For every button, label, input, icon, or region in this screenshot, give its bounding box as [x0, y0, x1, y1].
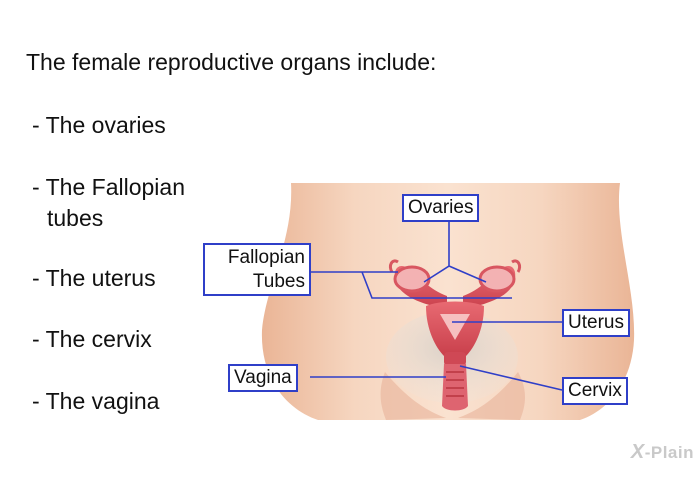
list-item-vagina: - The vagina: [32, 386, 232, 417]
cervix: [444, 352, 466, 366]
uterine-cavity: [440, 314, 470, 340]
leader-fallopian: [310, 271, 512, 299]
list-item-text: - The Fallopian: [32, 174, 185, 200]
ovary-right: [478, 265, 516, 293]
callout-ovaries: Ovaries: [402, 194, 480, 222]
brand-mark: X: [630, 441, 645, 463]
list-item-ovaries: - The ovaries: [32, 110, 232, 141]
callout-label: Cervix: [568, 380, 622, 401]
callout-label: Ovaries: [408, 197, 474, 218]
list-item-cervix: - The cervix: [32, 324, 232, 355]
page-title: The female reproductive organs include:: [26, 49, 437, 75]
ovary-left: [393, 265, 431, 293]
list-item-text: - The cervix: [32, 326, 152, 352]
list-item-text-wrap: tubes: [47, 205, 104, 231]
callout-cervix: Cervix: [562, 377, 628, 405]
list-item-text: - The vagina: [32, 388, 160, 414]
inner-thigh-left: [380, 372, 446, 420]
callout-fallopian-tubes: Fallopian Tubes: [203, 243, 311, 296]
list-item-text: - The ovaries: [32, 112, 166, 138]
list-item-uterus: - The uterus: [32, 263, 232, 294]
callout-vagina: Vagina: [228, 364, 298, 392]
fimbriae-right: [511, 259, 522, 273]
callout-label-line1: Fallopian: [227, 247, 305, 268]
brand-logo: X-Plain: [631, 441, 694, 464]
fimbriae-left: [388, 259, 399, 273]
brand-name: -Plain: [644, 443, 694, 462]
callout-label: Vagina: [234, 367, 292, 388]
list-item-text: - The uterus: [32, 265, 156, 291]
pelvis-skin: [261, 183, 635, 420]
leader-ovaries: [423, 222, 487, 283]
inner-thigh-right: [458, 372, 525, 420]
leader-lines: [310, 222, 563, 391]
list-item-fallopian-tubes: - The Fallopian tubes: [32, 172, 232, 234]
callout-label: Uterus: [568, 312, 624, 333]
callout-label-line2: Tubes: [252, 271, 305, 292]
vaginal-rugae: [446, 371, 464, 397]
callout-uterus: Uterus: [562, 309, 630, 337]
leader-cervix: [459, 365, 563, 391]
